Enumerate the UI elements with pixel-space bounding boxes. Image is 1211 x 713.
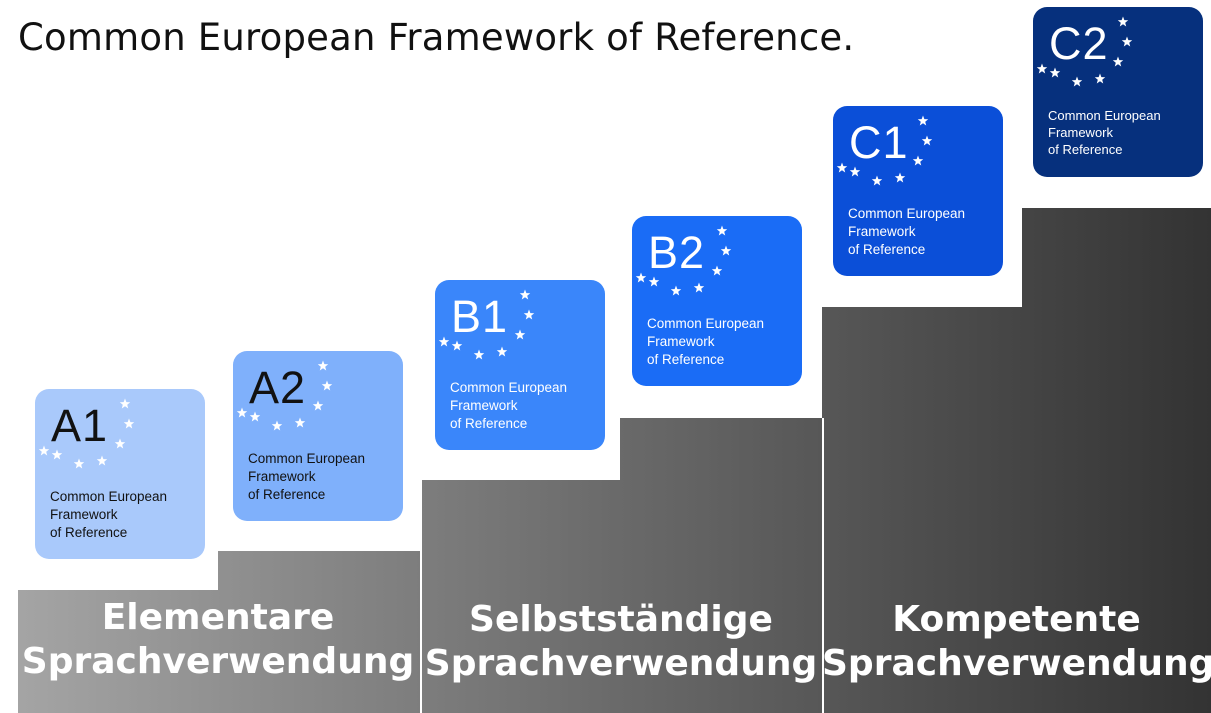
star-icon bbox=[312, 400, 324, 411]
level-code: B2 bbox=[648, 227, 706, 278]
star-icon bbox=[921, 135, 933, 146]
star-icon bbox=[716, 225, 728, 236]
star-icon bbox=[119, 398, 131, 409]
card-a2: A2 Common European Framework of Referenc… bbox=[233, 351, 403, 521]
star-icon bbox=[648, 276, 660, 287]
eu-stars-icon bbox=[635, 225, 732, 296]
star-icon bbox=[1071, 76, 1083, 87]
card-description-line: of Reference bbox=[50, 525, 128, 540]
card-b2: B2 Common European Framework of Referenc… bbox=[632, 216, 802, 386]
star-icon bbox=[473, 349, 485, 360]
star-icon bbox=[294, 417, 306, 428]
band-label-line: Kompetente bbox=[892, 599, 1141, 640]
star-icon bbox=[635, 272, 647, 283]
star-icon bbox=[849, 166, 861, 177]
card-a1: A1 Common European Framework of Referenc… bbox=[35, 389, 205, 559]
star-icon bbox=[317, 360, 329, 371]
card-c1: C1 Common European Framework of Referenc… bbox=[833, 106, 1003, 276]
star-icon bbox=[96, 455, 108, 466]
card-description: Common European Framework of Reference bbox=[450, 379, 567, 433]
star-icon bbox=[1094, 73, 1106, 84]
star-icon bbox=[1049, 67, 1061, 78]
eu-stars-icon bbox=[236, 360, 333, 431]
eu-stars-icon bbox=[1036, 16, 1133, 87]
card-description-line: of Reference bbox=[848, 242, 926, 257]
card-description-line: Common European bbox=[1048, 108, 1161, 123]
star-icon bbox=[1117, 16, 1129, 27]
page-title: Common European Framework of Reference. bbox=[18, 16, 855, 59]
eu-stars-icon bbox=[836, 115, 933, 186]
star-icon bbox=[1121, 36, 1133, 47]
star-icon bbox=[917, 115, 929, 126]
band-label-line: Sprachverwendung bbox=[822, 643, 1211, 684]
eu-stars-icon bbox=[438, 289, 535, 360]
level-code: B1 bbox=[451, 291, 509, 342]
card-description: Common European Framework of Reference bbox=[248, 450, 365, 504]
star-icon bbox=[496, 346, 508, 357]
star-icon bbox=[711, 265, 723, 276]
star-icon bbox=[894, 172, 906, 183]
card-description-line: Common European bbox=[450, 380, 568, 395]
star-icon bbox=[670, 285, 682, 296]
star-icon bbox=[438, 336, 450, 347]
star-icon bbox=[123, 418, 135, 429]
band-label-elementary: Elementare Sprachverwendung bbox=[18, 596, 418, 684]
band-label-line: Elementare bbox=[101, 597, 335, 638]
star-icon bbox=[73, 458, 85, 469]
card-description: Common European Framework of Reference bbox=[848, 205, 965, 259]
card-description-line: Framework bbox=[848, 224, 916, 239]
staircase-shape bbox=[18, 208, 1211, 713]
star-icon bbox=[38, 445, 50, 456]
card-description-line: Framework bbox=[1048, 125, 1114, 140]
star-icon bbox=[871, 175, 883, 186]
band-label-proficient: Kompetente Sprachverwendung bbox=[822, 598, 1211, 686]
star-icon bbox=[514, 329, 526, 340]
card-description: Common European Framework of Reference bbox=[1048, 107, 1161, 158]
band-label-line: Selbstständige bbox=[469, 599, 773, 640]
band-label-independent: Selbstständige Sprachverwendung bbox=[420, 598, 822, 686]
level-code: A2 bbox=[249, 362, 307, 413]
card-description-line: Common European bbox=[647, 316, 765, 331]
card-description-line: Framework bbox=[248, 469, 316, 484]
star-icon bbox=[523, 309, 535, 320]
card-description-line: Common European bbox=[50, 489, 168, 504]
star-icon bbox=[114, 438, 126, 449]
star-icon bbox=[271, 420, 283, 431]
star-icon bbox=[912, 155, 924, 166]
level-code: A1 bbox=[51, 400, 109, 451]
card-description-line: Framework bbox=[647, 334, 715, 349]
card-description-line: Common European bbox=[248, 451, 366, 466]
star-icon bbox=[519, 289, 531, 300]
level-code: C1 bbox=[849, 117, 909, 168]
card-description-line: of Reference bbox=[248, 487, 326, 502]
card-b1: B1 Common European Framework of Referenc… bbox=[435, 280, 605, 450]
star-icon bbox=[451, 340, 463, 351]
star-icon bbox=[720, 245, 732, 256]
star-icon bbox=[321, 380, 333, 391]
card-description: Common European Framework of Reference bbox=[50, 488, 167, 542]
star-icon bbox=[236, 407, 248, 418]
band-label-line: Sprachverwendung bbox=[21, 641, 415, 682]
card-description-line: Framework bbox=[50, 507, 118, 522]
level-code: C2 bbox=[1049, 18, 1109, 69]
star-icon bbox=[1036, 63, 1048, 74]
card-description-line: of Reference bbox=[647, 352, 725, 367]
card-description: Common European Framework of Reference bbox=[647, 315, 764, 369]
star-icon bbox=[51, 449, 63, 460]
star-icon bbox=[249, 411, 261, 422]
eu-stars-icon bbox=[38, 398, 135, 469]
card-description-line: of Reference bbox=[1048, 142, 1123, 157]
card-c2: C2 Common European Framework of Referenc… bbox=[1033, 7, 1203, 177]
card-description-line: of Reference bbox=[450, 416, 528, 431]
star-icon bbox=[1112, 56, 1124, 67]
band-label-line: Sprachverwendung bbox=[424, 643, 818, 684]
star-icon bbox=[693, 282, 705, 293]
card-description-line: Common European bbox=[848, 206, 966, 221]
card-description-line: Framework bbox=[450, 398, 518, 413]
star-icon bbox=[836, 162, 848, 173]
